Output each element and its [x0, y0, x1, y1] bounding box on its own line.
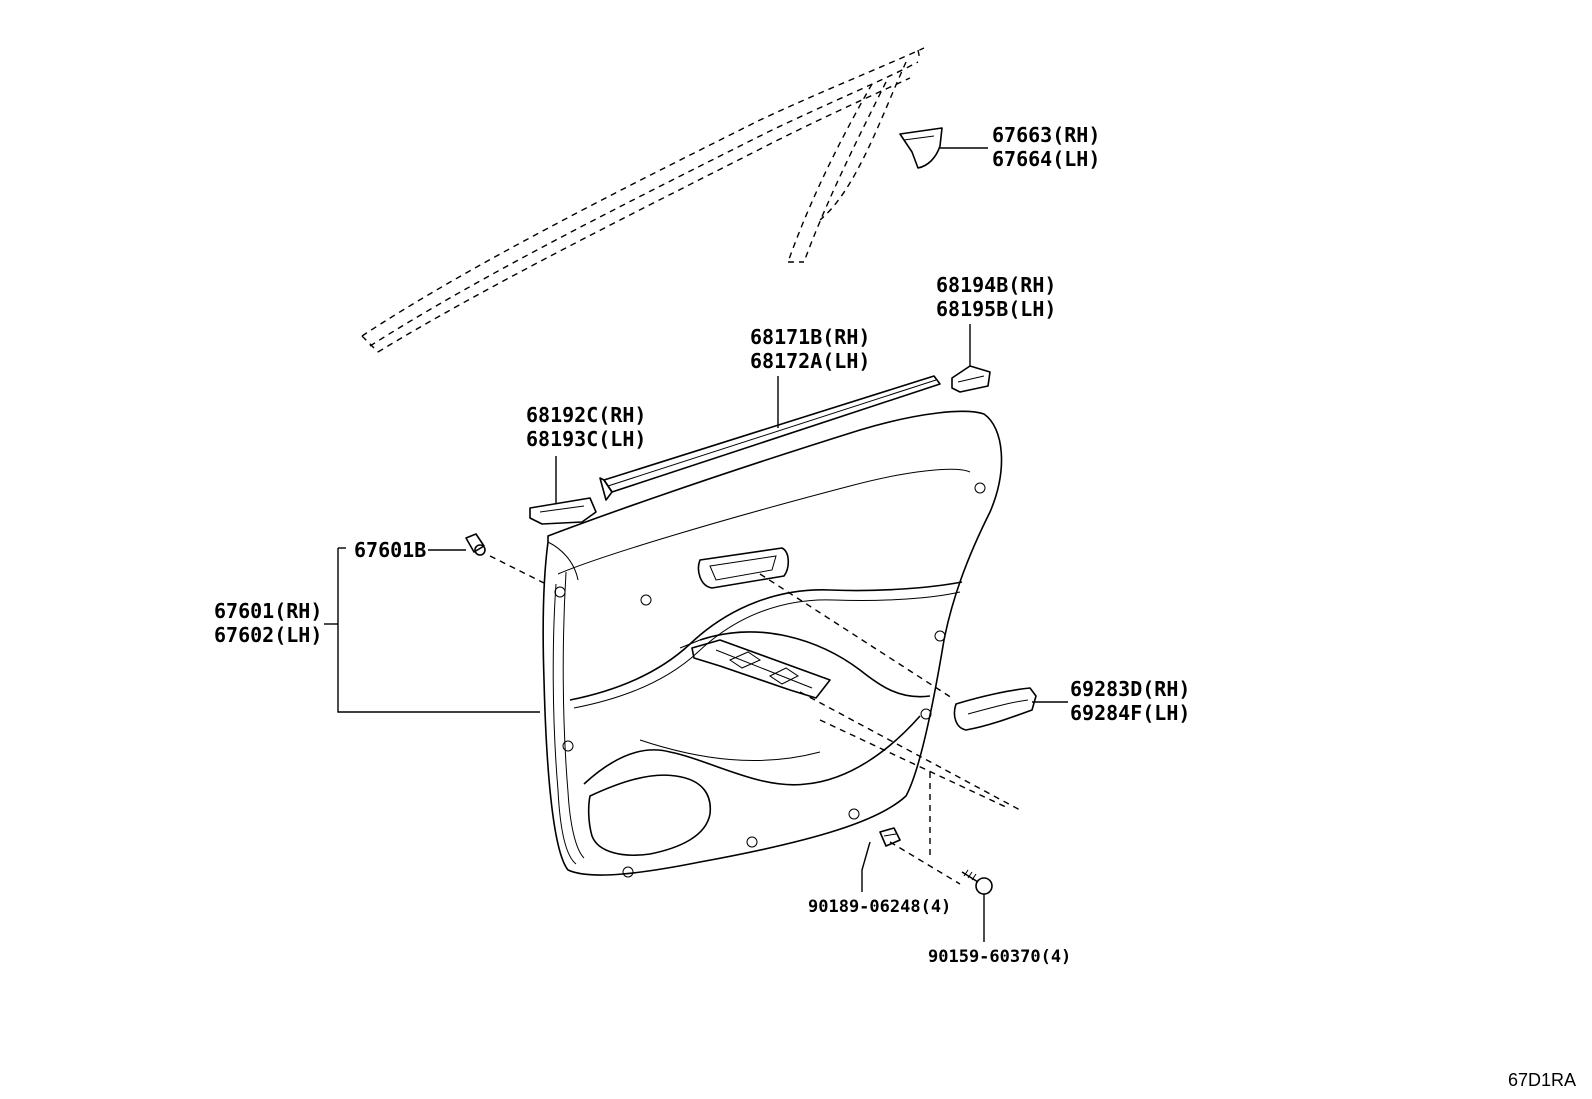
belt-moulding-68171b	[599, 375, 941, 501]
nut-90189	[879, 827, 901, 847]
label-67601b: 67601B	[354, 538, 426, 562]
inside-handle-69283d	[953, 687, 1037, 731]
rear-clip-68194b	[951, 365, 991, 393]
screw-90159	[961, 869, 993, 895]
label-67664: 67664(LH)	[992, 147, 1100, 171]
label-68193c: 68193C(LH)	[526, 427, 646, 451]
label-68194b: 68194B(RH)	[936, 273, 1056, 297]
label-67602: 67602(LH)	[214, 623, 322, 647]
label-90159: 90159-60370(4)	[928, 947, 1071, 967]
label-68171b: 68171B(RH)	[750, 325, 870, 349]
label-69283d: 69283D(RH)	[1070, 677, 1190, 701]
clip-67601b	[465, 533, 486, 556]
label-90189: 90189-06248(4)	[808, 897, 951, 917]
label-67663: 67663(RH)	[992, 123, 1100, 147]
corner-cover-67663	[899, 127, 943, 169]
label-68195b: 68195B(LH)	[936, 297, 1056, 321]
label-68192c: 68192C(RH)	[526, 403, 646, 427]
door-trim-panel-67601	[542, 410, 1003, 878]
label-68172a: 68172A(LH)	[750, 349, 870, 373]
label-67601: 67601(RH)	[214, 599, 322, 623]
front-clip-68192c	[529, 497, 597, 525]
label-69284f: 69284F(LH)	[1070, 701, 1190, 725]
window-frame-phantom	[361, 47, 925, 353]
diagram-code: 67D1RA	[1508, 1070, 1576, 1090]
